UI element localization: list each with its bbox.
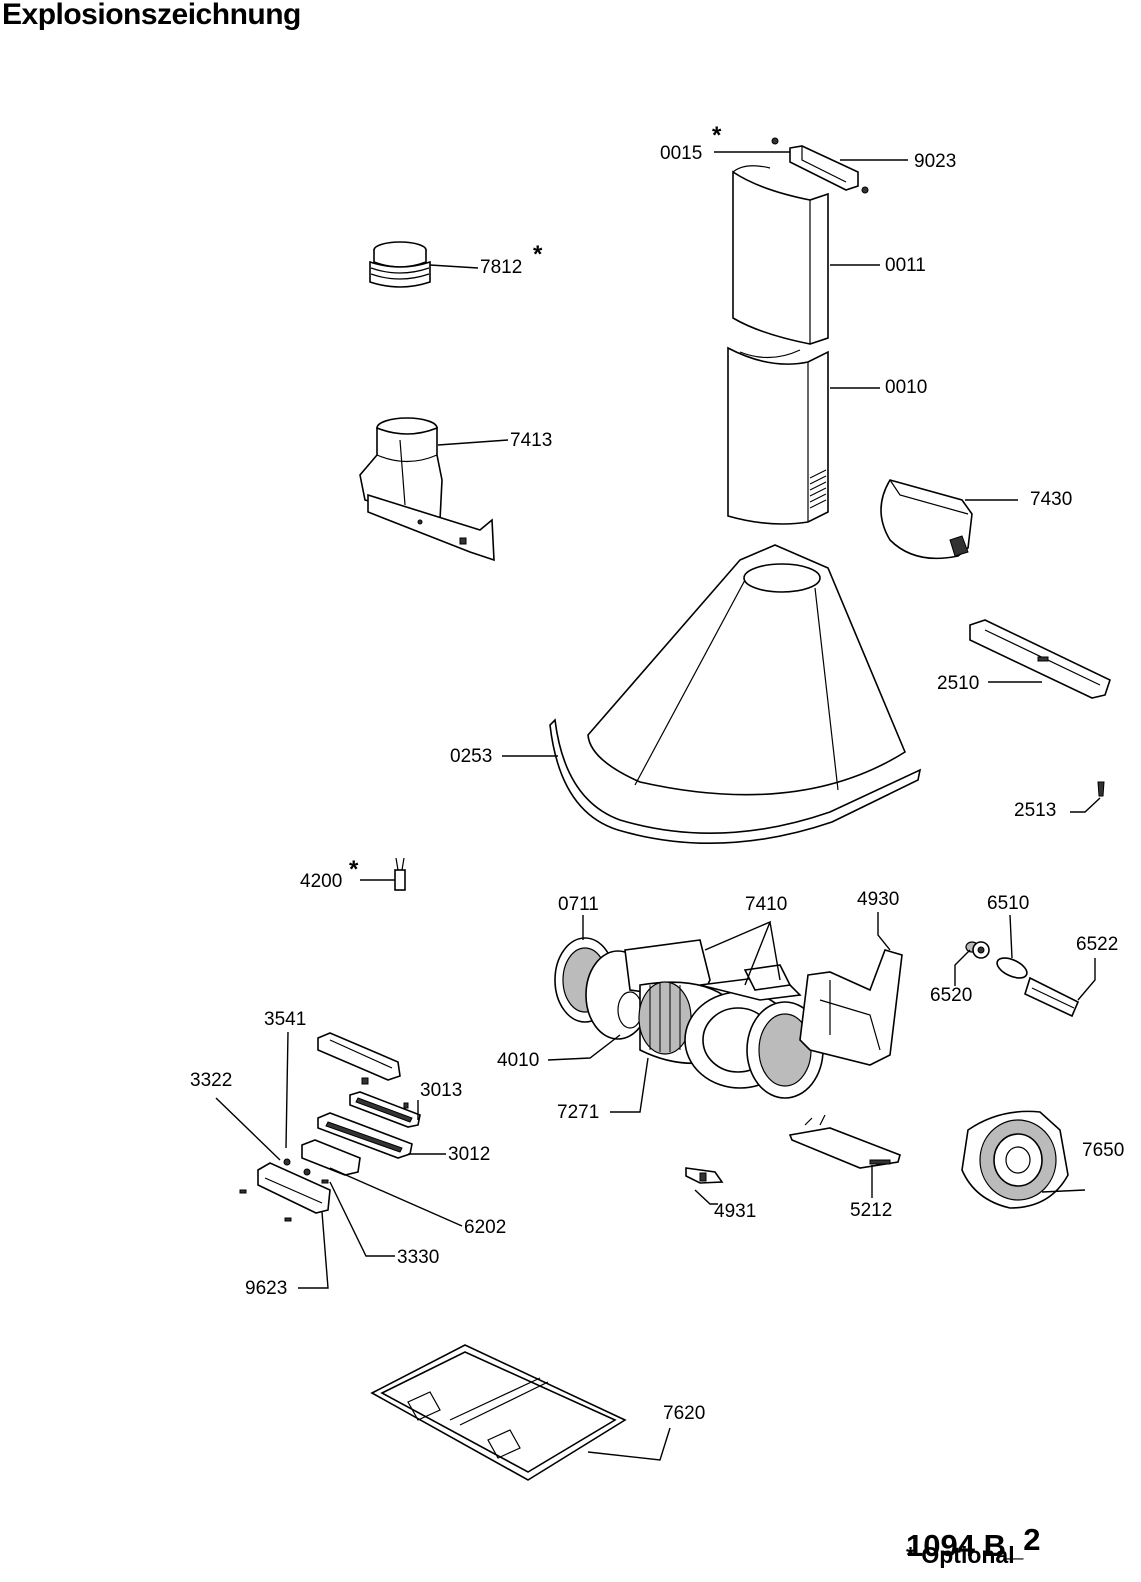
part-4931-switch bbox=[685, 1167, 724, 1184]
part-2510-light-cover bbox=[969, 619, 1111, 699]
label-6522: 6522 bbox=[1076, 934, 1119, 955]
leader-lines bbox=[215, 151, 1101, 1461]
part-control-group bbox=[239, 1032, 421, 1222]
label-0015: 0015 bbox=[660, 143, 703, 164]
label-3322: 3322 bbox=[190, 1070, 233, 1091]
part-7413-air-outlet bbox=[359, 417, 495, 562]
part-2513-screw bbox=[1097, 781, 1105, 797]
label-7413: 7413 bbox=[510, 430, 553, 451]
label-7410: 7410 bbox=[745, 894, 788, 915]
label-3330: 3330 bbox=[397, 1247, 440, 1268]
label-9023: 9023 bbox=[914, 151, 957, 172]
page-title: Explosionszeichnung bbox=[2, 0, 301, 31]
label-0010: 0010 bbox=[885, 377, 928, 398]
part-4930-housing bbox=[799, 949, 903, 1066]
label-5212: 5212 bbox=[850, 1200, 893, 1221]
drawing-code-main: 1094 B bbox=[906, 1528, 1006, 1563]
label-0253: 0253 bbox=[450, 746, 493, 767]
label-6202: 6202 bbox=[464, 1217, 507, 1238]
label-4010: 4010 bbox=[497, 1050, 540, 1071]
label-4200: 4200 bbox=[300, 871, 343, 892]
drawing-code: 1094 B_2 bbox=[906, 1522, 1040, 1564]
optional-marker-0015: * bbox=[712, 122, 722, 149]
part-4200-capacitor bbox=[394, 857, 406, 891]
label-3013: 3013 bbox=[420, 1080, 463, 1101]
drawing-code-suffix: 2 bbox=[1023, 1522, 1041, 1557]
label-3541: 3541 bbox=[264, 1009, 307, 1030]
label-7650: 7650 bbox=[1082, 1140, 1125, 1161]
label-0011: 0011 bbox=[885, 255, 926, 276]
part-blower-assembly bbox=[554, 937, 824, 1099]
optional-marker-7812: * bbox=[533, 241, 543, 268]
part-7430-deflector bbox=[880, 479, 973, 560]
optional-note: * Optional bbox=[906, 1542, 1015, 1568]
label-7812: 7812 bbox=[480, 257, 523, 278]
part-7650-carbon-filter bbox=[961, 1110, 1069, 1209]
label-9623: 9623 bbox=[245, 1278, 288, 1299]
label-7620: 7620 bbox=[663, 1403, 706, 1424]
label-6520: 6520 bbox=[930, 985, 973, 1006]
optional-marker-4200: * bbox=[349, 856, 359, 883]
part-7812-adapter bbox=[369, 241, 431, 288]
part-7620-grease-filters bbox=[370, 1344, 627, 1481]
part-5212-plate bbox=[788, 1114, 901, 1169]
label-7430: 7430 bbox=[1030, 489, 1073, 510]
label-0711: 0711 bbox=[558, 894, 599, 915]
part-0010-lower-chimney bbox=[727, 346, 829, 525]
part-lamp-group bbox=[965, 941, 1080, 1018]
part-hood-canopy bbox=[549, 544, 922, 844]
label-2513: 2513 bbox=[1014, 800, 1057, 821]
part-0011-upper-chimney bbox=[732, 165, 829, 345]
part-9023-bracket bbox=[771, 137, 869, 194]
drawing-code-separator: _ bbox=[1005, 1528, 1024, 1563]
label-6510: 6510 bbox=[987, 893, 1030, 914]
label-4930: 4930 bbox=[857, 889, 900, 910]
label-7271: 7271 bbox=[557, 1102, 600, 1123]
label-2510: 2510 bbox=[937, 673, 980, 694]
label-4931: 4931 bbox=[714, 1201, 757, 1222]
label-3012: 3012 bbox=[448, 1144, 491, 1165]
